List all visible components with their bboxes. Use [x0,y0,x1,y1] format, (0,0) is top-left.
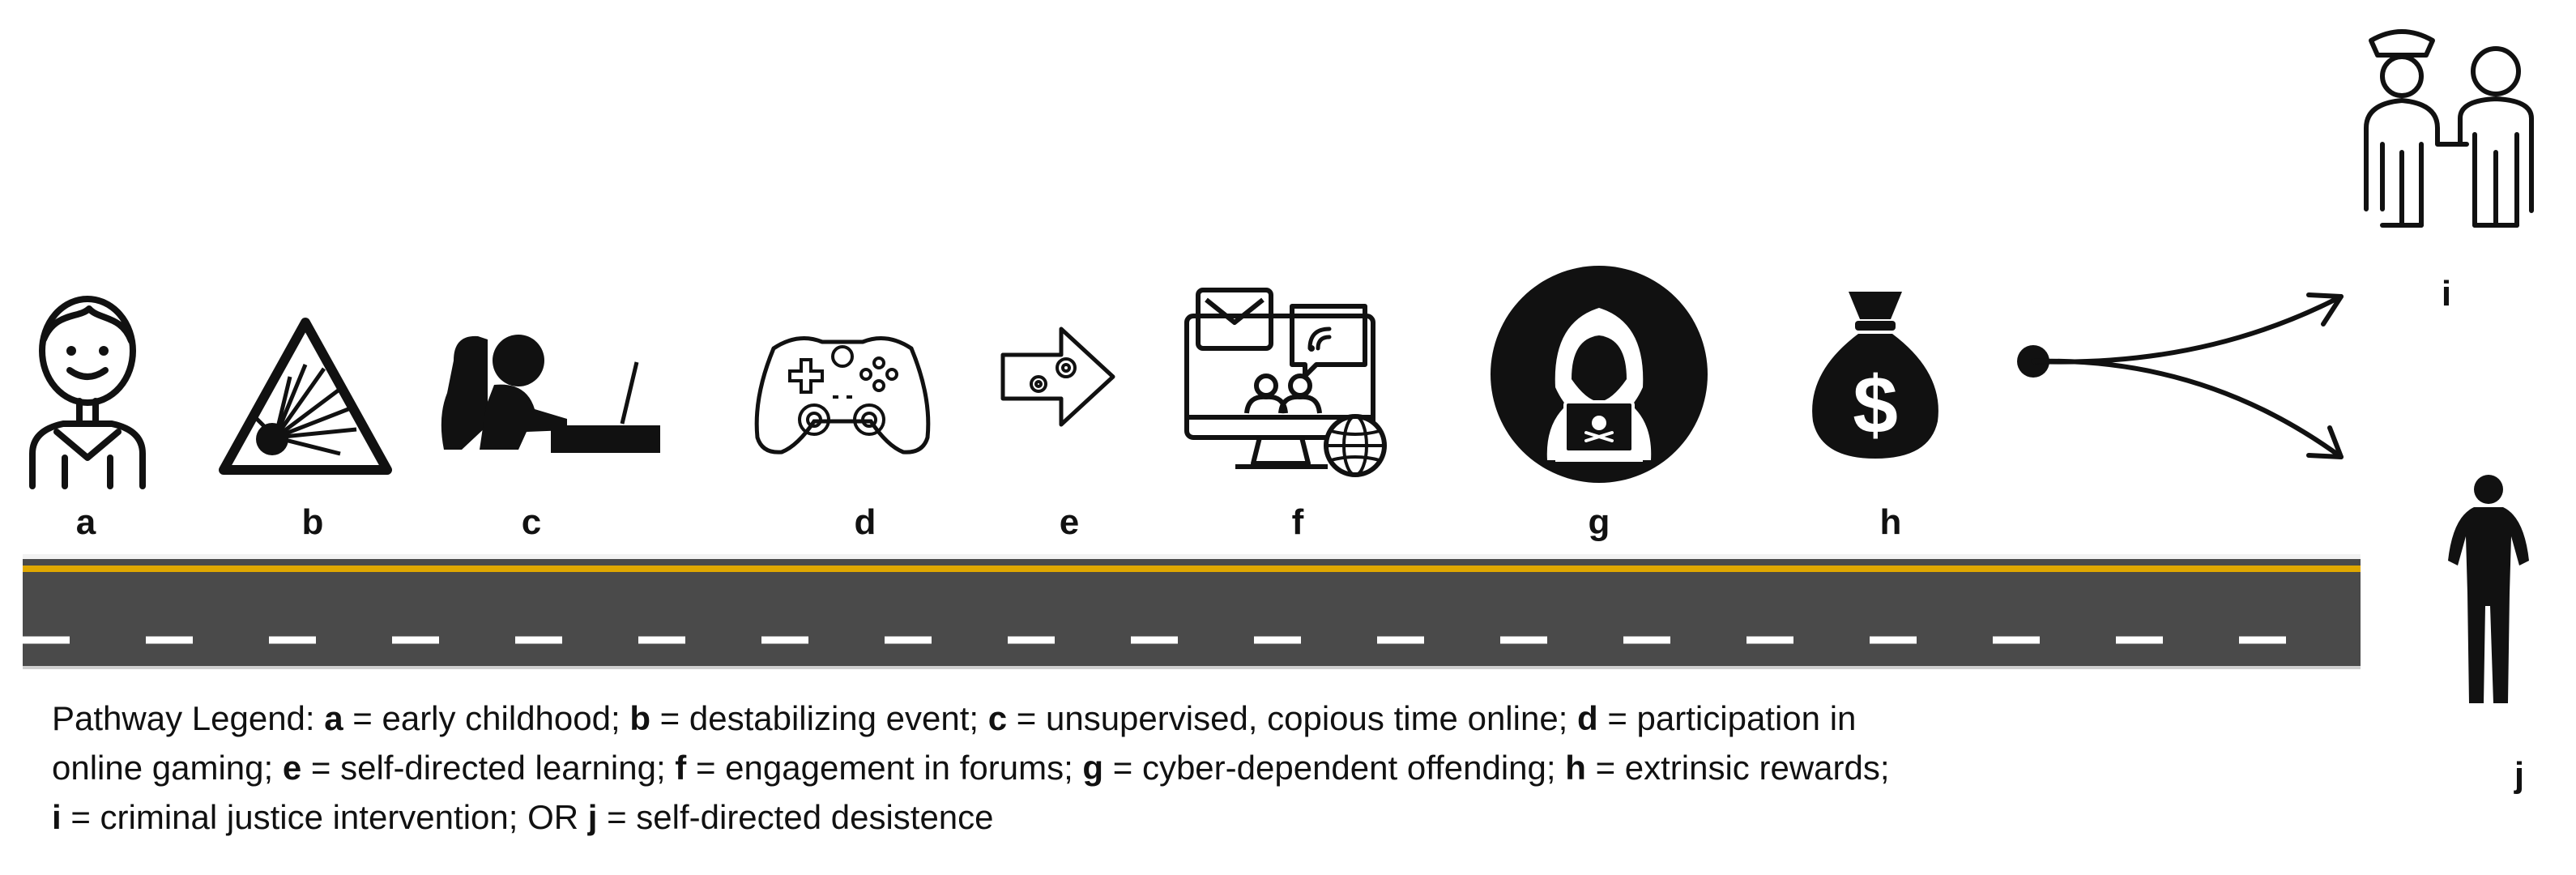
legend-key: i [52,798,62,836]
pathway-legend: Pathway Legend: a = early childhood; b =… [52,694,2271,842]
legend-text: = self-directed desistence [597,798,994,836]
outcome-label-j: j [2514,755,2525,795]
legend-text: = participation in [1597,699,1857,737]
road-center-line [23,566,2361,572]
legend-line-1: Pathway Legend: a = early childhood; b =… [52,694,2271,743]
legend-key: a [324,699,343,737]
legend-key: h [1565,749,1586,787]
gears-arrow-icon [1000,327,1115,427]
child-icon [29,296,146,489]
legend-key: b [629,699,650,737]
legend-text: = unsupervised, copious time online; [1007,699,1578,737]
step-label-b: b [301,502,324,542]
road-timeline [23,554,2361,669]
lane-dashes [23,636,2361,644]
legend-key: g [1082,749,1104,787]
step-label-c: c [521,502,542,542]
legend-key: j [587,798,598,836]
money-bag-icon: $ [1812,292,1938,459]
step-label-d: d [854,502,876,542]
explosion-warning-icon [219,318,392,475]
legend-text: = extrinsic rewards; [1585,749,1890,787]
road-edge-line [23,554,2361,559]
legend-text: = engagement in forums; [686,749,1083,787]
legend-text: = self-directed learning; [301,749,676,787]
legend-text: online gaming; [52,749,283,787]
step-label-a: a [75,502,96,542]
person-at-computer-icon [441,335,660,453]
police-officer-with-person-icon [2364,29,2534,228]
standing-man-silhouette-icon [2448,475,2529,703]
legend-key: f [675,749,687,787]
legend-key: d [1577,699,1598,737]
legend-text: = destabilizing event; [650,699,988,737]
game-controller-icon [754,336,931,455]
legend-text: = cyber-dependent offending; [1103,749,1566,787]
legend-intro: Pathway Legend: [52,699,325,737]
legend-key: e [282,749,302,787]
branching-arrows [2017,292,2344,459]
legend-line-3: i = criminal justice intervention; OR j … [52,792,2271,842]
step-label-g: g [1588,502,1610,542]
legend-text: = early childhood; [343,699,630,737]
svg-text:$: $ [1853,360,1898,450]
legend-key: c [987,699,1008,737]
legend-text: = criminal justice intervention; OR [61,798,588,836]
step-label-h: h [1879,502,1902,542]
step-label-e: e [1059,502,1080,542]
step-label-f: f [1291,502,1304,542]
online-forum-icon [1184,288,1387,477]
legend-line-2: online gaming; e = self-directed learnin… [52,743,2271,792]
hacker-icon [1491,266,1708,483]
outcome-label-i: i [2441,274,2452,314]
road-edge-line [23,666,2361,669]
